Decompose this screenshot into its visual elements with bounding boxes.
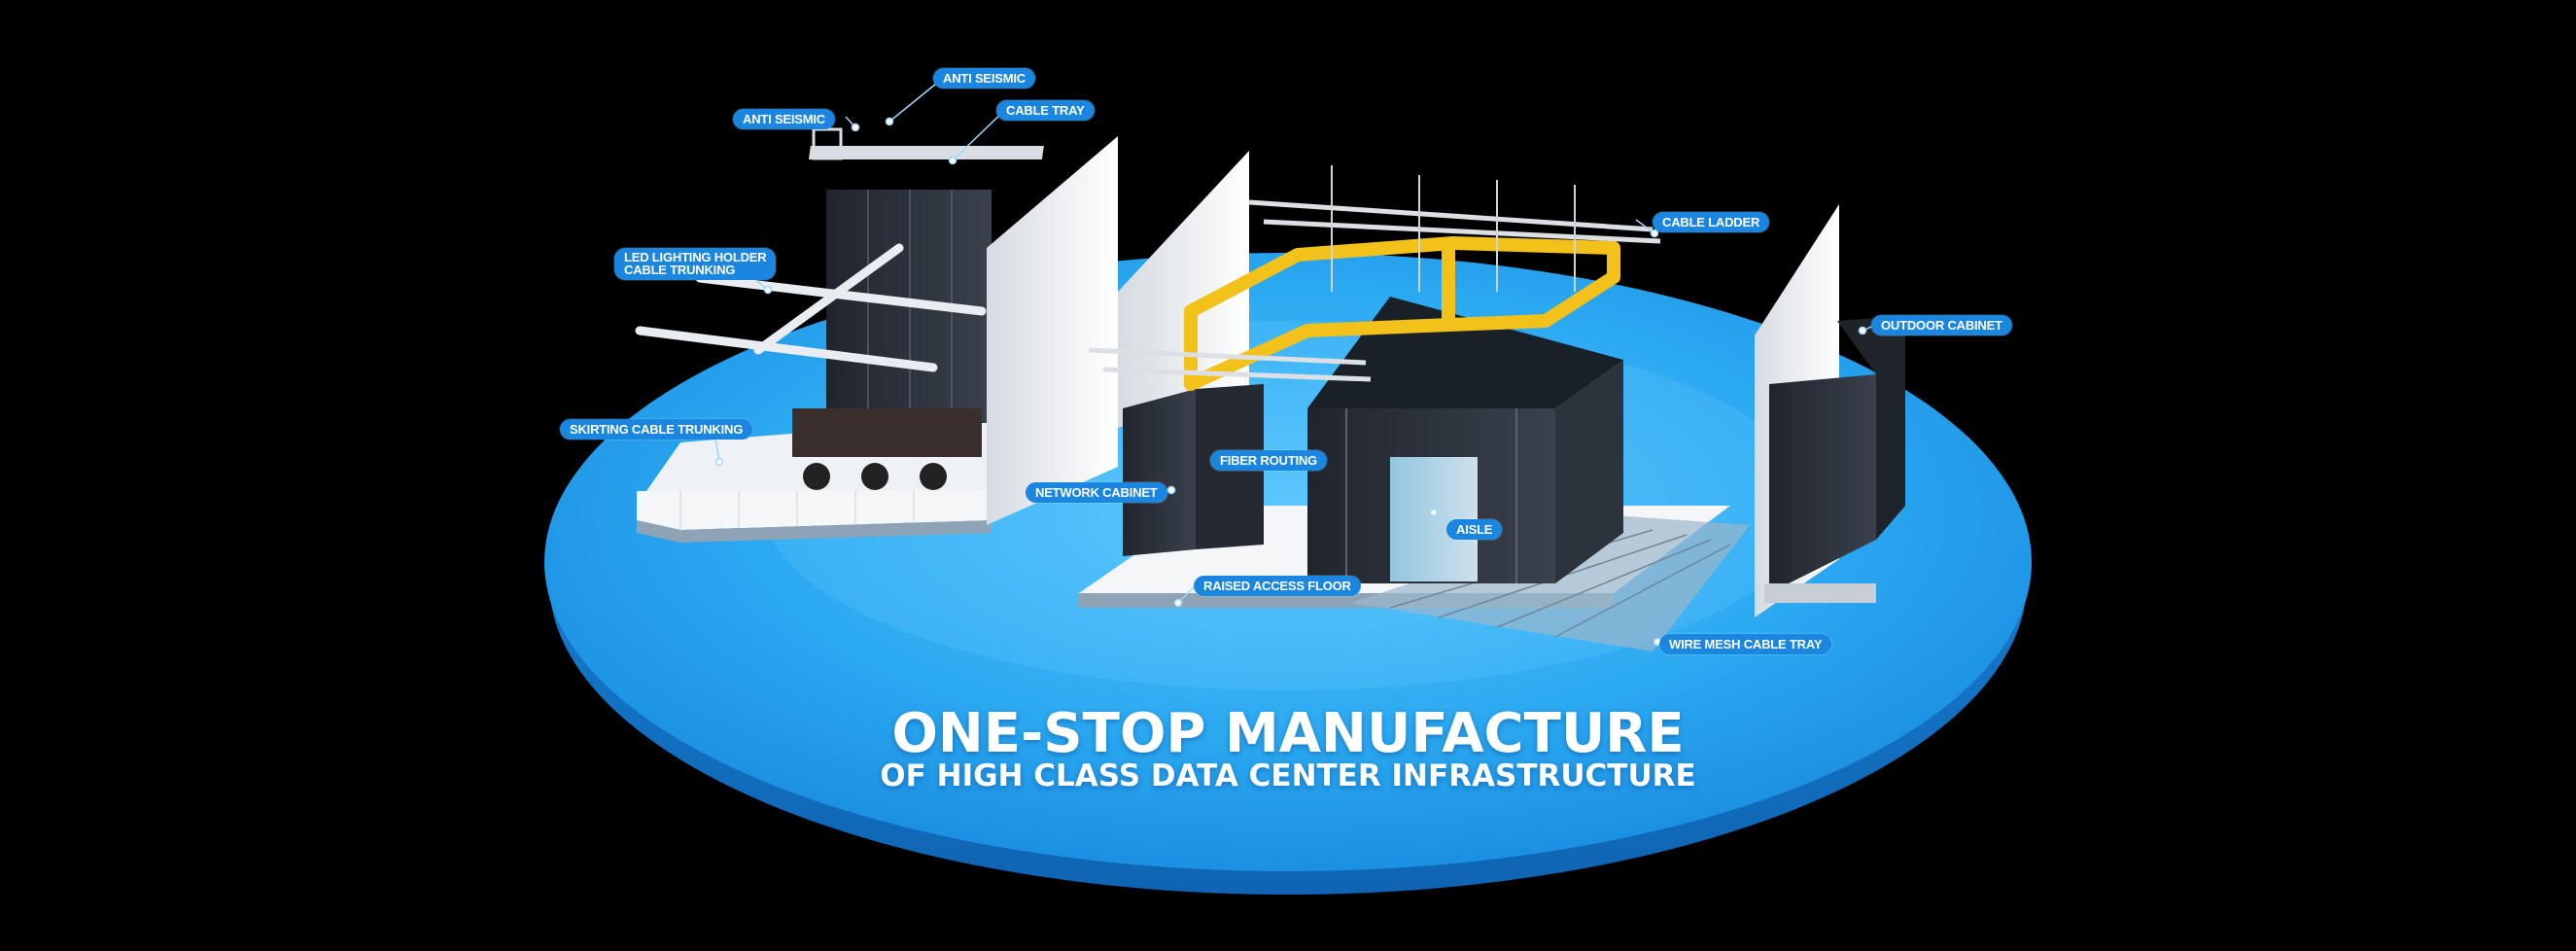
callout-led-line-2: CABLE TRUNKING	[624, 263, 736, 277]
server-zone	[1079, 151, 1750, 652]
anti-seismic-frame	[812, 127, 843, 160]
led-bar-3	[753, 243, 904, 355]
callout-aisle: AISLE	[1446, 519, 1503, 540]
headline-main: ONE-STOP MANUFACTURE	[891, 702, 1685, 765]
office-floor	[637, 491, 992, 530]
office-floor-front	[637, 520, 992, 543]
callout-skirting-cable-trunking: SKIRTING CABLE TRUNKING	[560, 419, 753, 440]
callout-cable-tray: CABLE TRAY	[996, 100, 1095, 121]
callout-led-lighting-holder: LED LIGHTING HOLDER CABLE TRUNKING	[614, 248, 777, 280]
outdoor-zone	[1755, 204, 1905, 617]
office-zone	[635, 127, 1118, 543]
overhead-cable-ladder	[1088, 199, 1661, 382]
outdoor-cabinet-side	[1837, 316, 1905, 540]
callout-anti-seismic-top: ANTI SEISMIC	[933, 68, 1035, 88]
callout-fiber-routing: FIBER ROUTING	[1210, 450, 1327, 471]
outdoor-cabinet-front	[1769, 374, 1876, 593]
callout-outdoor-cabinet: OUTDOOR CABINET	[1871, 315, 2012, 335]
callout-cable-ladder: CABLE LADDER	[1653, 212, 1770, 232]
callout-network-cabinet: NETWORK CABINET	[1026, 482, 1167, 503]
callout-raised-access-floor: RAISED ACCESS FLOOR	[1194, 576, 1361, 596]
network-cabinet-body	[1123, 389, 1196, 556]
aisle-glass-door	[1390, 457, 1478, 581]
led-bar-1	[635, 326, 938, 372]
center-wall	[1118, 151, 1249, 428]
office-wall	[987, 136, 1118, 525]
office-desk	[792, 408, 982, 457]
callout-anti-seismic-left: ANTI SEISMIC	[733, 109, 835, 129]
callout-led-line-1: LED LIGHTING HOLDER	[624, 250, 767, 264]
cable-tray-top	[808, 146, 1044, 159]
callout-wire-mesh-cable-tray: WIRE MESH CABLE TRAY	[1659, 634, 1832, 654]
headline-sub: OF HIGH CLASS DATA CENTER INFRASTRUCTURE	[880, 758, 1696, 793]
fiber-routing-tray	[1184, 236, 1620, 391]
outdoor-base	[1764, 583, 1876, 603]
containment-pod-side	[1555, 360, 1623, 583]
